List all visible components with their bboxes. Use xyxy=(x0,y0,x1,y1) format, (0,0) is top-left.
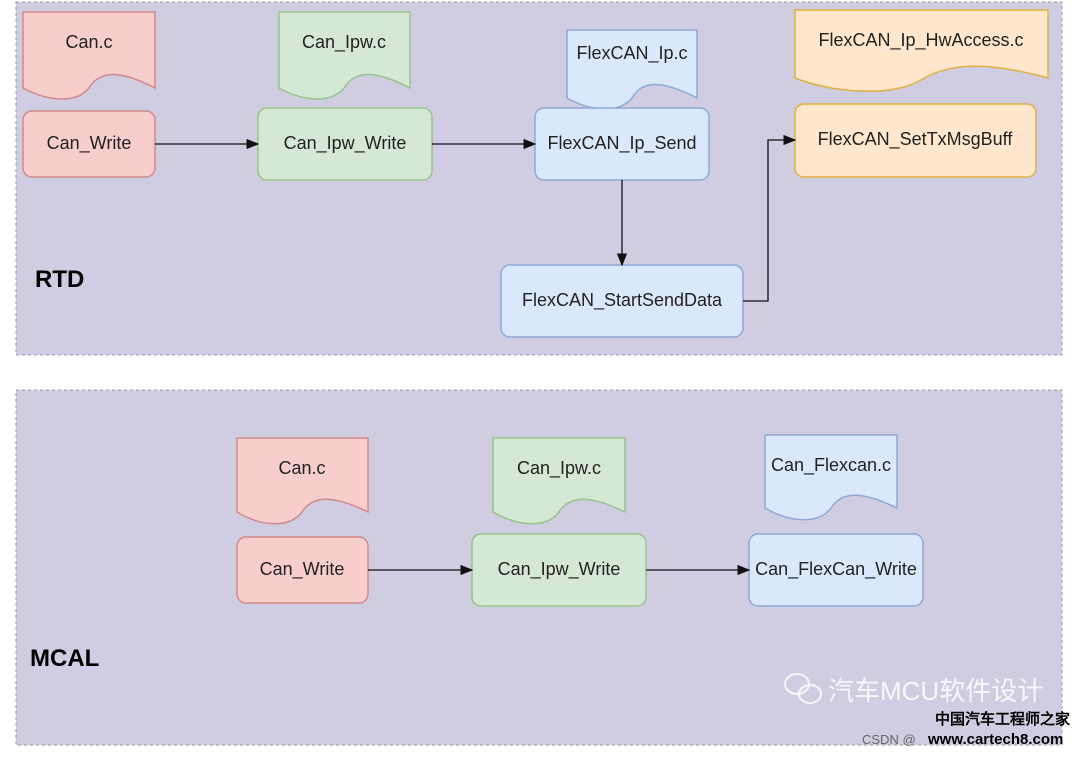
watermark-site: www.cartech8.com xyxy=(927,731,1063,748)
mcal-file-can-flexcan-c-label: Can_Flexcan.c xyxy=(771,455,891,476)
fn-can-ipw-write-label: Can_Ipw_Write xyxy=(284,133,407,154)
file-flexcan-ip-hwaccess-c-label: FlexCAN_Ip_HwAccess.c xyxy=(818,30,1023,51)
wechat-icon xyxy=(784,673,822,704)
fn-can-write-label: Can_Write xyxy=(47,133,132,154)
mcal-file-can-ipw-c-label: Can_Ipw.c xyxy=(517,458,601,479)
file-can-ipw-c-label: Can_Ipw.c xyxy=(302,32,386,53)
mcal-label: MCAL xyxy=(30,645,99,672)
mcal-fn-can-flexcan-write-label: Can_FlexCan_Write xyxy=(755,559,917,580)
mcal-fn-can-ipw-write-label: Can_Ipw_Write xyxy=(498,559,621,580)
fn-flexcan-ip-send-label: FlexCAN_Ip_Send xyxy=(547,133,696,154)
file-can-c xyxy=(22,11,156,100)
file-can-c-label: Can.c xyxy=(65,32,112,52)
watermark-wechat: 汽车MCU软件设计 xyxy=(828,676,1043,706)
mcal-file-can-ipw-c xyxy=(492,437,626,525)
watermark-csdn: CSDN @ xyxy=(862,732,916,747)
mcal-file-can-flexcan-c xyxy=(764,434,898,521)
file-flexcan-ip-c-label: FlexCAN_Ip.c xyxy=(576,43,687,64)
arrow-startsend-to-settxmsgbuff xyxy=(743,134,797,302)
file-flexcan-ip-hwaccess-c xyxy=(794,9,1049,92)
mcal-file-can-c xyxy=(236,437,369,525)
mcal-fn-can-write-label: Can_Write xyxy=(260,559,345,580)
mcal-file-can-c-label: Can.c xyxy=(278,458,325,478)
watermark-site-cn: 中国汽车工程师之家 xyxy=(935,710,1070,728)
fn-flexcan-settxmsgbuff-label: FlexCAN_SetTxMsgBuff xyxy=(818,129,1014,150)
file-flexcan-ip-c xyxy=(566,29,698,110)
rtd-label: RTD xyxy=(35,266,84,293)
file-can-ipw-c xyxy=(278,11,411,100)
fn-flexcan-startsenddata-label: FlexCAN_StartSendData xyxy=(522,290,723,311)
